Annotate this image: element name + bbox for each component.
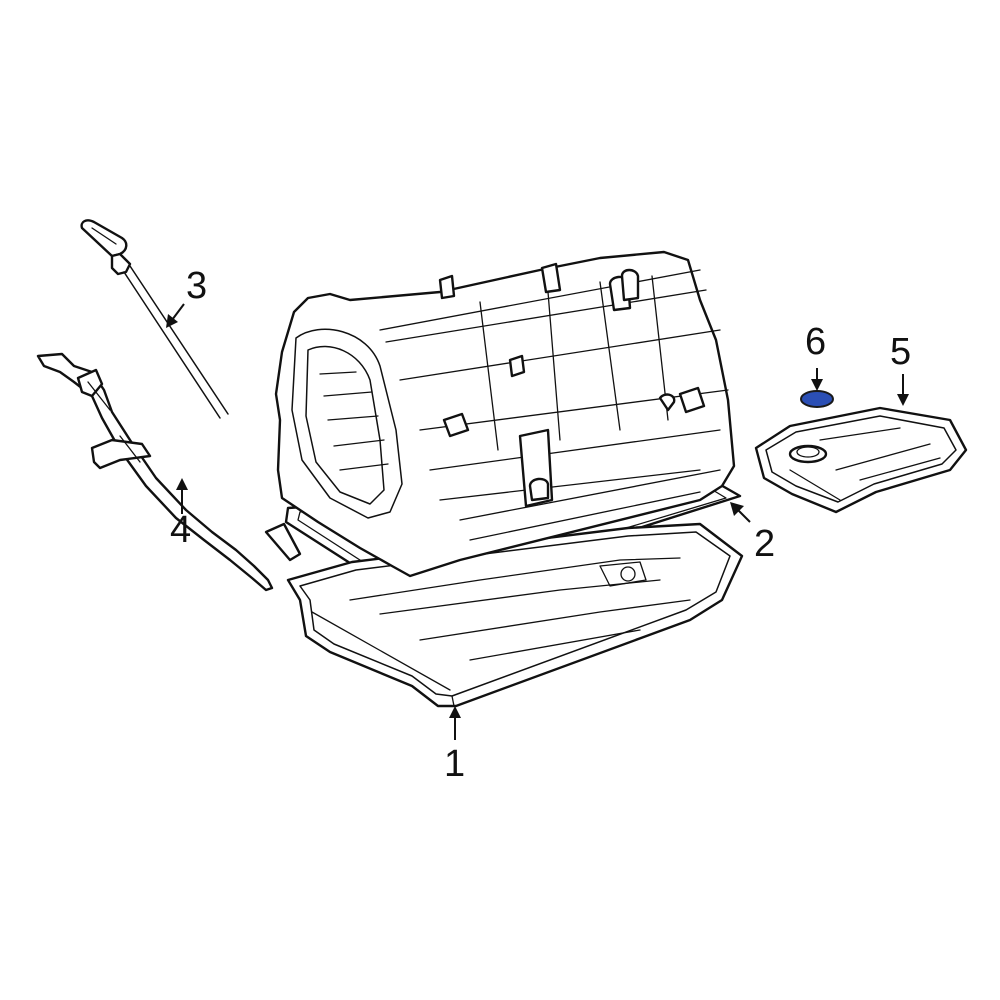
transmission-filter[interactable] xyxy=(754,406,968,514)
dipstick[interactable] xyxy=(80,219,229,419)
callout-1: 1 xyxy=(444,743,465,785)
o-ring-highlight[interactable] xyxy=(800,390,834,408)
callout-2: 2 xyxy=(754,523,775,565)
callout-5: 5 xyxy=(890,331,911,373)
callout-3: 3 xyxy=(186,265,207,307)
transmission-case[interactable] xyxy=(274,250,736,578)
dipstick-tube[interactable] xyxy=(36,352,274,592)
callout-4: 4 xyxy=(170,509,191,551)
callout-6: 6 xyxy=(805,321,826,363)
callout-leaders xyxy=(166,303,909,740)
